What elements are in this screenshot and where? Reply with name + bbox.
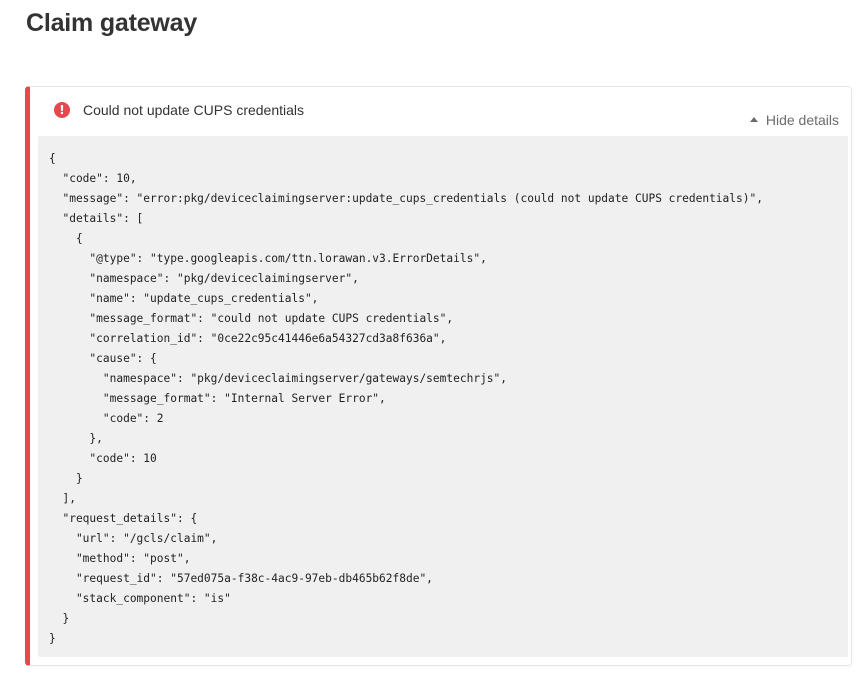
error-details-panel: { "code": 10, "message": "error:pkg/devi… xyxy=(38,136,848,657)
error-icon: ! xyxy=(54,102,70,118)
hide-details-button[interactable]: Hide details xyxy=(749,111,839,129)
caret-up-icon xyxy=(749,117,758,122)
notification-title: Could not update CUPS credentials xyxy=(83,102,305,118)
error-details-code: { "code": 10, "message": "error:pkg/devi… xyxy=(49,152,763,645)
hide-details-label: Hide details xyxy=(765,112,839,128)
page-title: Claim gateway xyxy=(26,9,198,37)
error-notification: ! Could not update CUPS credentials Hide… xyxy=(25,86,852,666)
